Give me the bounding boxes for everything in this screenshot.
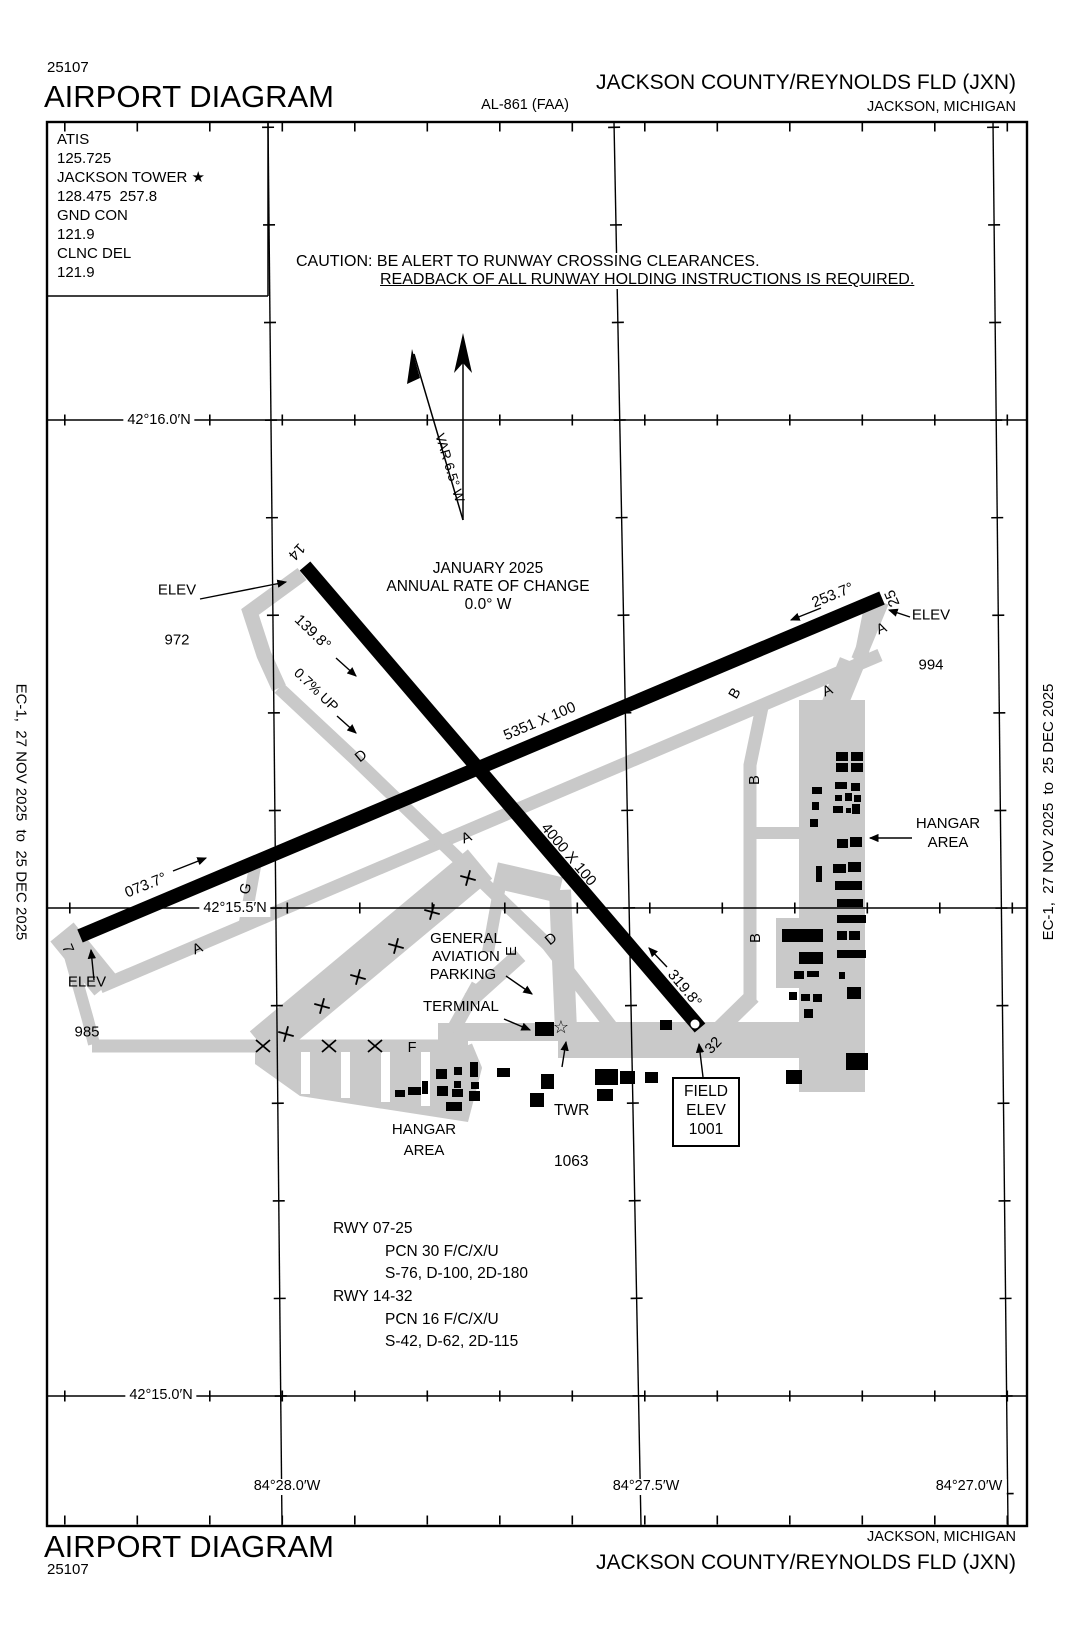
tower-star-icon: ☆	[552, 1017, 570, 1038]
hangar-area-east-l1: HANGAR	[915, 815, 981, 832]
runway-32-end-dot	[690, 1019, 700, 1029]
terminal-building	[535, 1022, 554, 1036]
field-elev-l2: ELEV	[686, 1101, 726, 1119]
airport-city-top: JACKSON, MICHIGAN	[866, 99, 1016, 115]
twy-b-label-2: B	[747, 775, 764, 785]
tower-l1: TWR	[554, 1102, 590, 1120]
lat-label-16-0: 42°16.0′N	[123, 412, 195, 429]
annual-change-value: 0.0° W	[464, 596, 512, 613]
chart-border	[45, 120, 1029, 1528]
caution-line2: READBACK OF ALL RUNWAY HOLDING INSTRUCTI…	[376, 271, 919, 289]
comm-line-atis-freq: 125.725	[57, 150, 112, 167]
edge-note-left: EC-1, 27 NOV 2025 to 25 DEC 2025	[12, 683, 30, 941]
field-elev-l1: FIELD	[684, 1083, 728, 1100]
hangar-lanes	[301, 1052, 430, 1106]
hangar-area-east-l2: AREA	[927, 834, 969, 851]
airport-name-top: JACKSON COUNTY/REYNOLDS FLD (JXN)	[595, 71, 1016, 94]
lon-label-28-0: 84°28.0′W	[249, 1478, 325, 1495]
caution-line1: CAUTION: BE ALERT TO RUNWAY CROSSING CLE…	[292, 253, 764, 271]
variation-arrow	[413, 353, 464, 521]
elev-rwy7: ELEV 985	[68, 941, 106, 1057]
comm-line-tower-freq: 128.475 257.8	[57, 188, 158, 205]
rwy-data-2: PCN 30 F/C/X/U	[385, 1243, 499, 1260]
north-arrow	[407, 333, 472, 521]
comm-line-gnd: GND CON	[57, 207, 128, 224]
graticule	[47, 121, 1027, 1527]
rwy-data-1: RWY 07-25	[333, 1220, 413, 1237]
tower-l2: 1063	[554, 1153, 589, 1171]
taxiway-network	[50, 567, 889, 1122]
hangar-area-west-l1: HANGAR	[391, 1121, 457, 1138]
ga-parking-l3: PARKING	[429, 966, 497, 983]
elev-rwy7-label: ELEV	[67, 973, 107, 991]
lat-label-15-5: 42°15.5′N	[199, 900, 271, 917]
chart-number-bottom: 25107	[47, 1561, 89, 1578]
edge-note-right: EC-1, 27 NOV 2025 to 25 DEC 2025	[1039, 683, 1057, 941]
elev-rwy14-value: 972	[164, 630, 190, 648]
comm-line-tower: JACKSON TOWER ★	[57, 169, 205, 186]
chart-number-top: 25107	[47, 59, 89, 76]
runway-14-32	[299, 561, 706, 1033]
comm-line-atis: ATIS	[57, 131, 90, 148]
elev-rwy25-value: 994	[918, 655, 944, 673]
buildings	[395, 752, 868, 1111]
elev-rwy25-label: ELEV	[911, 606, 951, 624]
rwy-data-4: RWY 14-32	[333, 1288, 413, 1305]
annual-change-rate: ANNUAL RATE OF CHANGE	[386, 578, 590, 595]
twy-b-label-3: B	[748, 933, 765, 943]
elev-rwy25: ELEV 994	[912, 574, 950, 690]
airport-city-bottom: JACKSON, MICHIGAN	[866, 1529, 1016, 1545]
tower-label: TWR 1063	[554, 1068, 589, 1187]
lat-label-15-0: 42°15.0′N	[125, 1387, 197, 1404]
procedure-id: AL-861 (FAA)	[481, 97, 569, 114]
runway-07-25	[77, 591, 885, 943]
twy-f-label: F	[407, 1040, 417, 1057]
field-elev-l3: 1001	[688, 1120, 724, 1138]
page-title-top: AIRPORT DIAGRAM	[44, 79, 334, 114]
lon-label-27-5: 84°27.5′W	[608, 1478, 684, 1495]
rwy-data-6: S-42, D-62, 2D-115	[385, 1333, 519, 1350]
terminal-label: TERMINAL	[423, 998, 499, 1015]
arrows	[87, 579, 912, 1078]
closed-taxiway-marks	[255, 870, 476, 1053]
annual-change-date: JANUARY 2025	[432, 560, 544, 577]
rwy-data-5: PCN 16 F/C/X/U	[385, 1311, 499, 1328]
elev-rwy14-label: ELEV	[157, 581, 197, 599]
field-elev-box: FIELD ELEV 1001	[672, 1077, 740, 1147]
elev-rwy14: ELEV 972	[158, 549, 196, 665]
airport-name-bottom: JACKSON COUNTY/REYNOLDS FLD (JXN)	[595, 1551, 1016, 1574]
comm-line-clnc: CLNC DEL	[57, 245, 132, 262]
comm-line-clnc-freq: 121.9	[57, 264, 95, 281]
page-title-bottom: AIRPORT DIAGRAM	[44, 1529, 334, 1564]
ga-parking-l1: GENERAL	[430, 930, 502, 947]
comm-line-gnd-freq: 121.9	[57, 226, 95, 243]
hangar-area-west-l2: AREA	[403, 1142, 445, 1159]
rwy-data-3: S-76, D-100, 2D-180	[385, 1265, 529, 1282]
elev-rwy7-value: 985	[74, 1022, 100, 1040]
twy-e-label: E	[504, 946, 521, 956]
runways	[77, 561, 885, 1033]
lon-label-27-0: 84°27.0′W	[931, 1478, 1007, 1495]
ga-parking-l2: AVIATION	[432, 948, 500, 965]
